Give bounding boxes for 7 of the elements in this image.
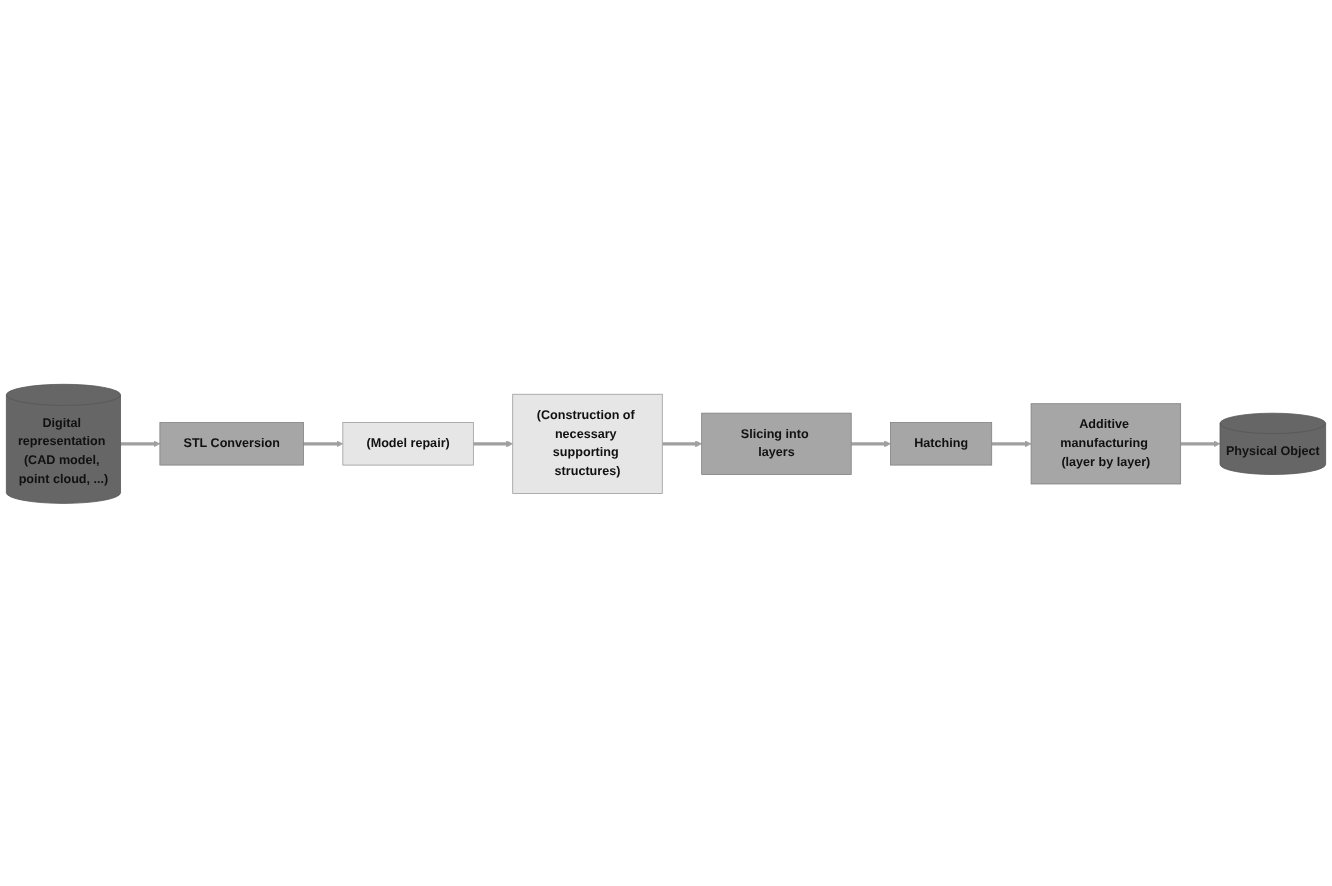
arrow xyxy=(851,439,891,447)
arrow xyxy=(991,439,1032,447)
arrow xyxy=(120,439,161,447)
arrow xyxy=(473,439,514,447)
arrow xyxy=(662,439,702,447)
arrow xyxy=(1180,439,1221,447)
arrow xyxy=(303,439,344,447)
